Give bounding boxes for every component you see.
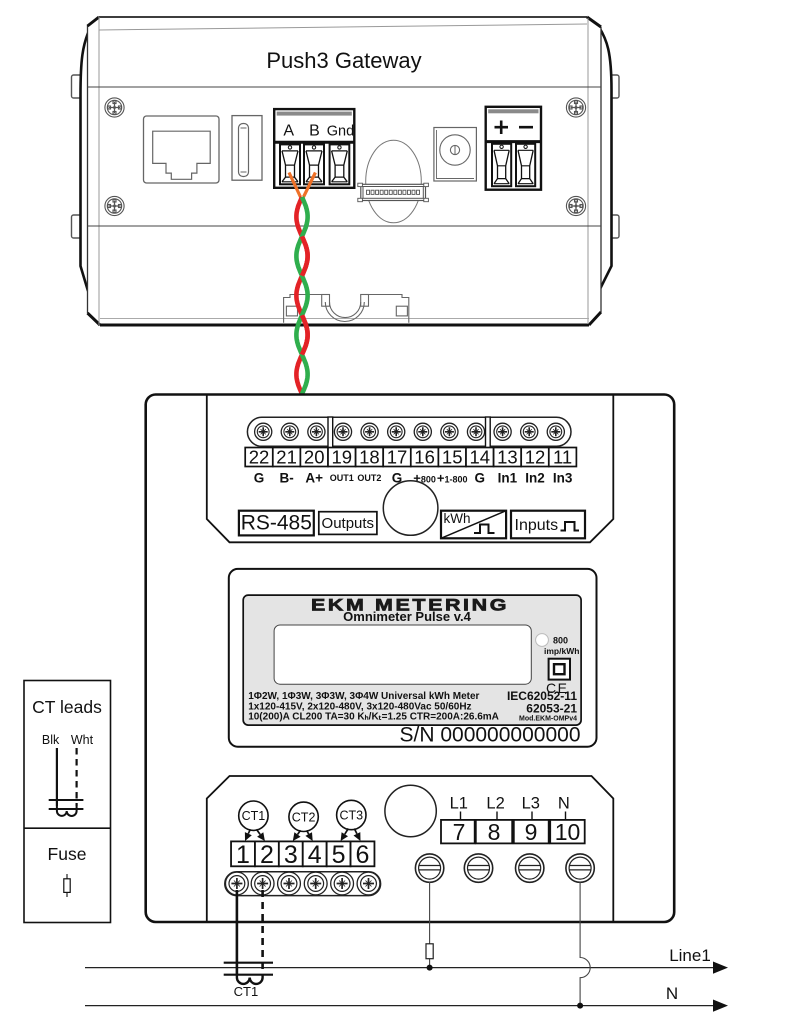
svg-text:G: G	[475, 471, 486, 486]
svg-text:B-: B-	[279, 471, 293, 486]
svg-text:6: 6	[356, 841, 370, 869]
svg-text:Outputs: Outputs	[322, 515, 375, 532]
svg-text:800: 800	[553, 636, 568, 646]
svg-text:CT leads: CT leads	[32, 697, 102, 717]
svg-text:5: 5	[332, 841, 346, 869]
svg-text:OUT2: OUT2	[357, 473, 381, 483]
svg-text:In2: In2	[525, 471, 545, 486]
svg-text:CE: CE	[546, 680, 568, 696]
svg-text:CT1: CT1	[242, 809, 266, 823]
svg-text:62053-21: 62053-21	[526, 702, 577, 716]
svg-text:Line1: Line1	[669, 946, 711, 965]
svg-text:8: 8	[488, 819, 501, 845]
svg-text:Inputs: Inputs	[515, 517, 559, 534]
svg-text:Wht: Wht	[71, 733, 94, 747]
svg-text:A+: A+	[305, 471, 323, 486]
svg-text:13: 13	[497, 446, 518, 467]
svg-text:4: 4	[308, 841, 322, 869]
svg-text:EKM METERING: EKM METERING	[311, 597, 509, 615]
svg-text:Mod.EKM-OMPv4: Mod.EKM-OMPv4	[519, 716, 577, 723]
svg-text:16: 16	[414, 446, 435, 467]
svg-text:14: 14	[470, 446, 491, 467]
svg-text:21: 21	[276, 446, 297, 467]
svg-text:Omnimeter Pulse v.4: Omnimeter Pulse v.4	[343, 609, 471, 624]
svg-text:3: 3	[284, 841, 298, 869]
svg-text:19: 19	[332, 446, 353, 467]
svg-text:9: 9	[525, 819, 538, 845]
svg-text:20: 20	[304, 446, 325, 467]
svg-text:12: 12	[525, 446, 546, 467]
svg-text:Fuse: Fuse	[48, 844, 87, 864]
svg-text:N: N	[558, 795, 570, 813]
svg-text:N: N	[666, 984, 678, 1003]
svg-text:G: G	[392, 471, 403, 486]
svg-text:Blk: Blk	[42, 733, 60, 747]
svg-text:1: 1	[236, 841, 250, 869]
svg-text:11: 11	[553, 446, 572, 467]
svg-text:1Φ2W, 1Φ3W, 3Φ3W, 3Φ4W Univers: 1Φ2W, 1Φ3W, 3Φ3W, 3Φ4W Universal kWh Met…	[248, 691, 479, 702]
svg-text:18: 18	[359, 446, 380, 467]
svg-text:L1: L1	[450, 795, 468, 813]
svg-text:L3: L3	[522, 795, 540, 813]
svg-text:L2: L2	[486, 795, 504, 813]
svg-text:RS-485: RS-485	[241, 512, 312, 535]
svg-text:In3: In3	[553, 471, 573, 486]
svg-text:2: 2	[260, 841, 274, 869]
svg-text:1x120-415V, 2x120-480V, 3x120-: 1x120-415V, 2x120-480V, 3x120-480Vac 50/…	[248, 702, 471, 713]
svg-text:17: 17	[387, 446, 408, 467]
svg-text:7: 7	[453, 819, 466, 845]
svg-text:IEC62052-11: IEC62052-11	[507, 689, 577, 703]
svg-text:Push3 Gateway: Push3 Gateway	[266, 48, 421, 73]
svg-text:22: 22	[249, 446, 270, 467]
svg-text:15: 15	[442, 446, 463, 467]
svg-text:10(200)A CL200 TA=30 Kₕ/Kₜ=1.: 10(200)A CL200 TA=30 Kₕ/Kₜ=1.25 CTR=200A…	[248, 712, 499, 723]
svg-text:kWh: kWh	[444, 511, 471, 526]
svg-text:S/N 000000000000: S/N 000000000000	[400, 724, 581, 747]
svg-text:CT1: CT1	[234, 984, 259, 999]
svg-text:Gnd: Gnd	[327, 124, 354, 140]
svg-text:+1-800: +1-800	[437, 471, 468, 486]
svg-text:In1: In1	[498, 471, 518, 486]
svg-text:CT2: CT2	[292, 810, 316, 824]
svg-text:CT3: CT3	[339, 809, 363, 823]
svg-text:A: A	[283, 123, 294, 140]
svg-text:B: B	[309, 123, 320, 140]
svg-text:G: G	[254, 471, 265, 486]
svg-text:OUT1: OUT1	[330, 473, 354, 483]
svg-text:10: 10	[555, 819, 581, 845]
svg-text:imp/kWh: imp/kWh	[544, 646, 579, 656]
